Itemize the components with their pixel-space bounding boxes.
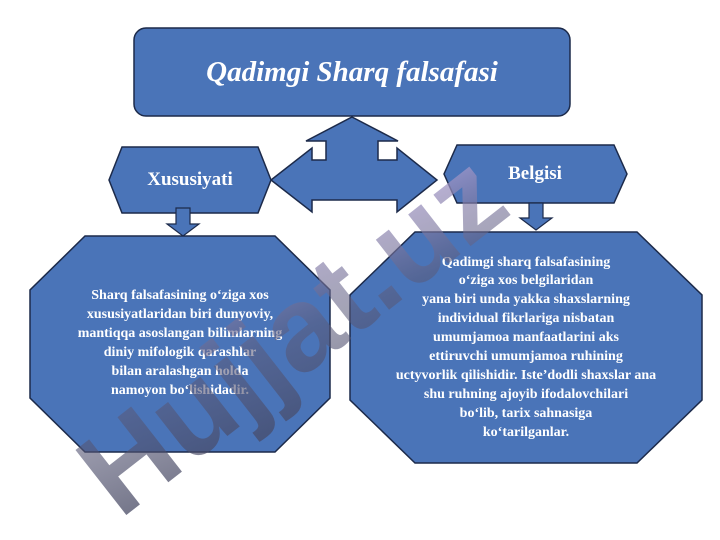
connector-arrows bbox=[269, 116, 439, 214]
belgisi-description: Qadimgi sharq falsafasining o‘ziga xos b… bbox=[395, 254, 657, 440]
page-title: Qadimgi Sharq falsafasi bbox=[206, 55, 498, 88]
title-box bbox=[133, 27, 571, 117]
belgisi-box bbox=[443, 144, 628, 204]
down-arrow-right bbox=[518, 202, 554, 231]
xususiyati-description: Sharq falsafasining o‘ziga xos xususiyat… bbox=[77, 288, 283, 398]
xususiyati-label: Xususiyati bbox=[147, 169, 233, 190]
belgisi-label: Belgisi bbox=[508, 163, 562, 184]
down-arrow-left bbox=[165, 207, 201, 237]
left-text-box bbox=[29, 235, 331, 453]
right-text-box bbox=[349, 231, 703, 464]
xususiyati-box bbox=[108, 146, 272, 214]
